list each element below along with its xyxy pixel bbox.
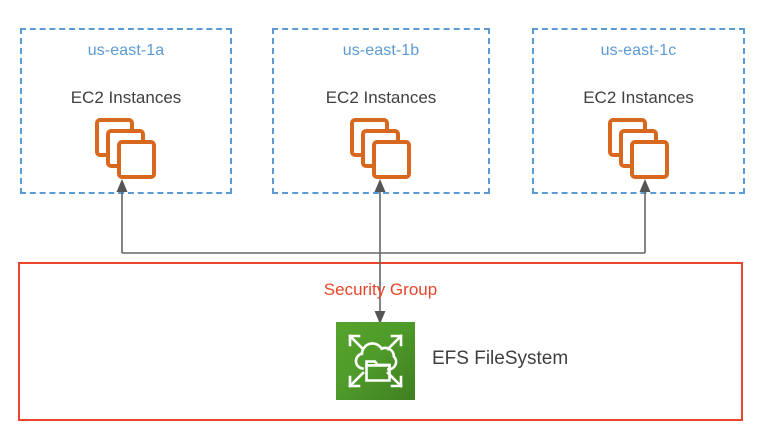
az-label-us-east-1a: us-east-1a xyxy=(87,42,165,59)
efs-filesystem-label: EFS FileSystem xyxy=(432,348,569,369)
az-resource-label-us-east-1c: EC2 Instances xyxy=(583,88,694,107)
availability-zone-us-east-1b[interactable]: us-east-1b EC2 Instances xyxy=(272,28,490,194)
ec2-square-front xyxy=(372,140,411,179)
az-resource-label-us-east-1a: EC2 Instances xyxy=(70,88,182,107)
ec2-instances-icon xyxy=(350,118,412,180)
az-label-us-east-1c: us-east-1c xyxy=(600,42,677,59)
security-group-label: Security Group xyxy=(323,280,438,299)
availability-zone-us-east-1a[interactable]: us-east-1a EC2 Instances xyxy=(20,28,232,194)
ec2-square-front xyxy=(629,140,669,179)
az-label-us-east-1b: us-east-1b xyxy=(342,42,420,59)
ec2-square-front xyxy=(117,140,156,179)
ec2-instances-icon xyxy=(95,118,157,180)
efs-filesystem-icon xyxy=(336,322,415,400)
availability-zone-us-east-1c[interactable]: us-east-1c EC2 Instances xyxy=(532,28,745,194)
az-resource-label-us-east-1b: EC2 Instances xyxy=(325,88,437,107)
ec2-instances-icon xyxy=(607,118,670,180)
